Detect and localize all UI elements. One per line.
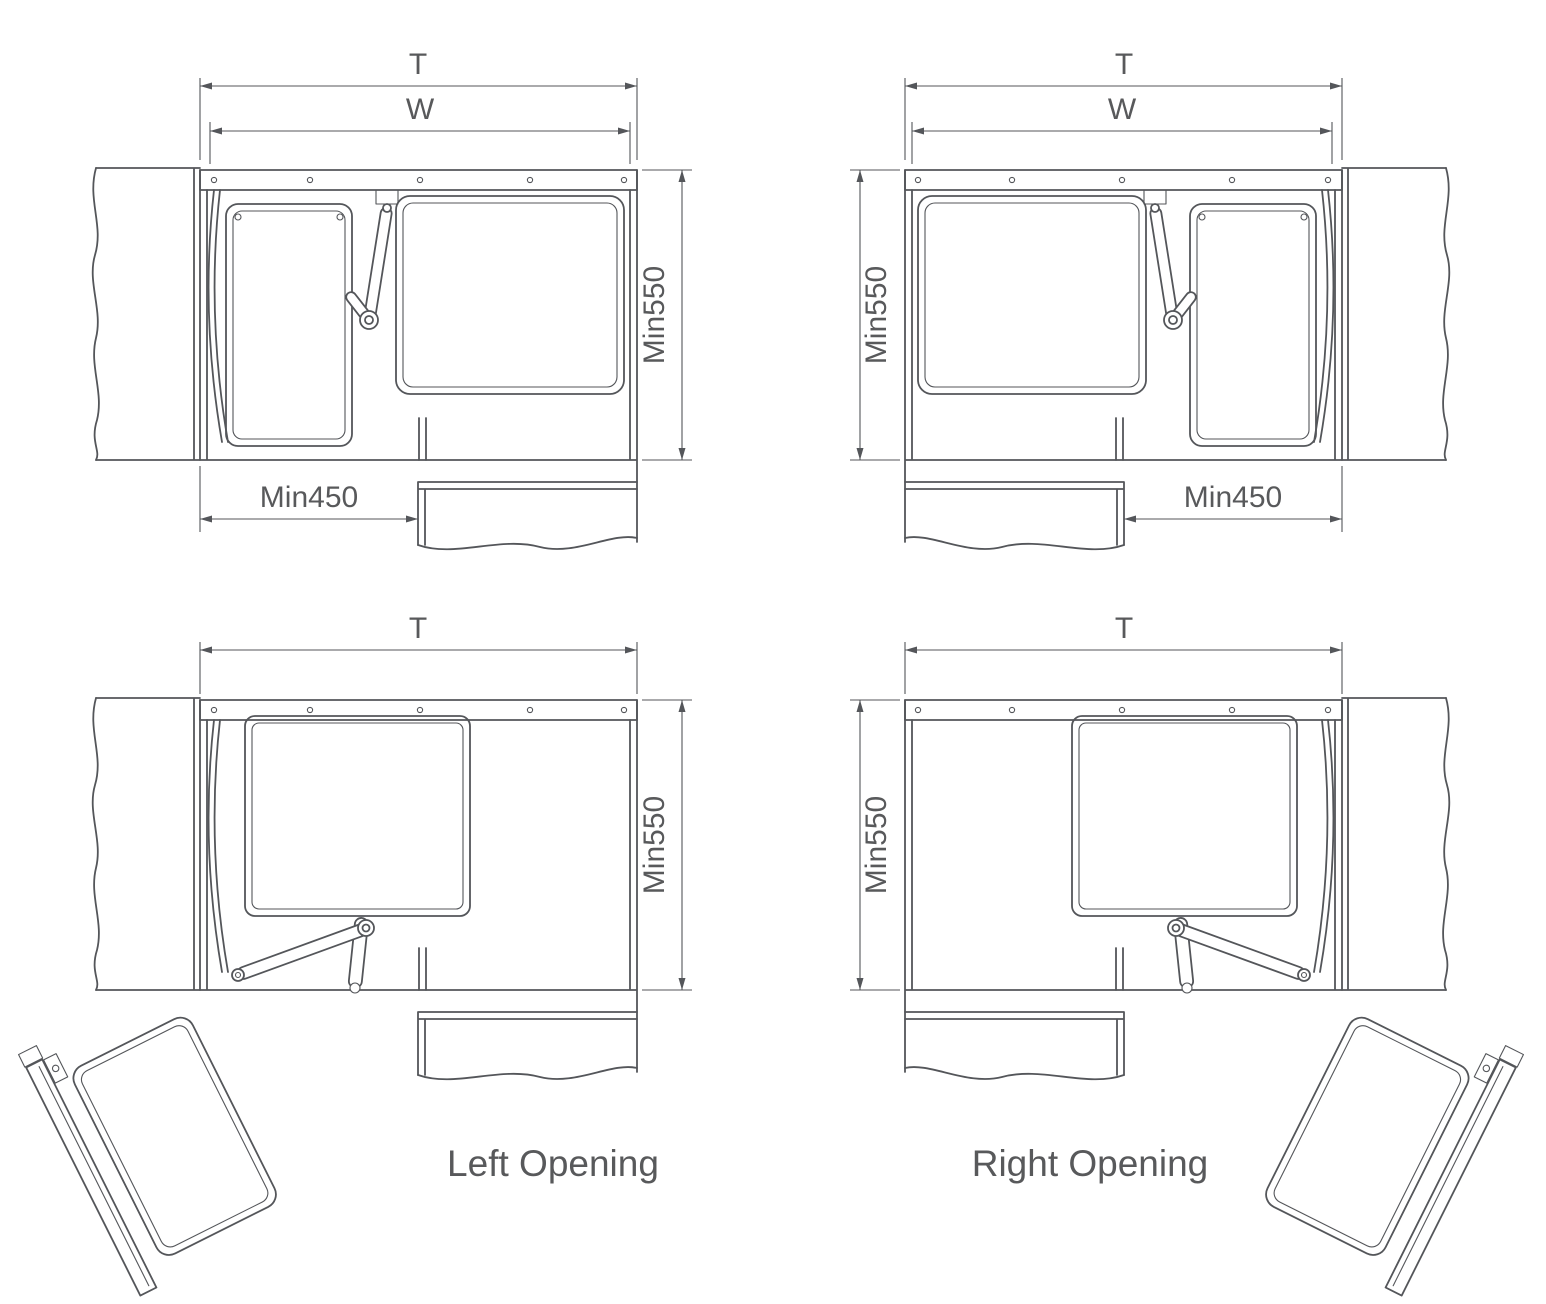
dimensions-bottom-right: T Min550 Right Opening [850,612,1343,1184]
extension-lines [199,78,692,532]
diagram-closed-left-opening [91,167,638,551]
closed-interior [917,189,1335,447]
dim-label-depth: Min550 [638,266,671,364]
dim-label-T: T [1115,48,1133,81]
caption-left-opening: Left Opening [447,1143,659,1184]
diagram-open-left-opening [17,697,638,1297]
dimensions-top-right: T W Min550 Min450 [850,48,1343,532]
dim-label-W: W [406,93,435,126]
cabinet-shell [904,167,1451,551]
cabinet-shell [91,167,638,551]
dim-label-W: W [1108,93,1137,126]
diagram-closed-right-opening [904,167,1451,551]
dim-label-depth: Min550 [638,796,671,894]
caption-right-opening: Right Opening [972,1143,1209,1184]
closed-interior [207,189,625,447]
extension-lines [199,642,692,991]
dim-label-opening: Min450 [260,481,358,514]
open-interior [1071,715,1525,1297]
open-interior [17,715,471,1297]
dim-label-opening: Min450 [1184,481,1282,514]
dim-label-T: T [409,612,427,645]
extension-lines [850,642,1343,991]
dimensions-bottom-left: T Min550 Left Opening [199,612,692,1184]
extension-lines [850,78,1343,532]
dim-label-depth: Min550 [860,266,893,364]
dim-label-T: T [409,48,427,81]
dim-label-T: T [1115,612,1133,645]
dimensions-top-left: T W Min550 Min450 [199,48,692,532]
dim-label-depth: Min550 [860,796,893,894]
diagram-open-right-opening [904,697,1525,1297]
